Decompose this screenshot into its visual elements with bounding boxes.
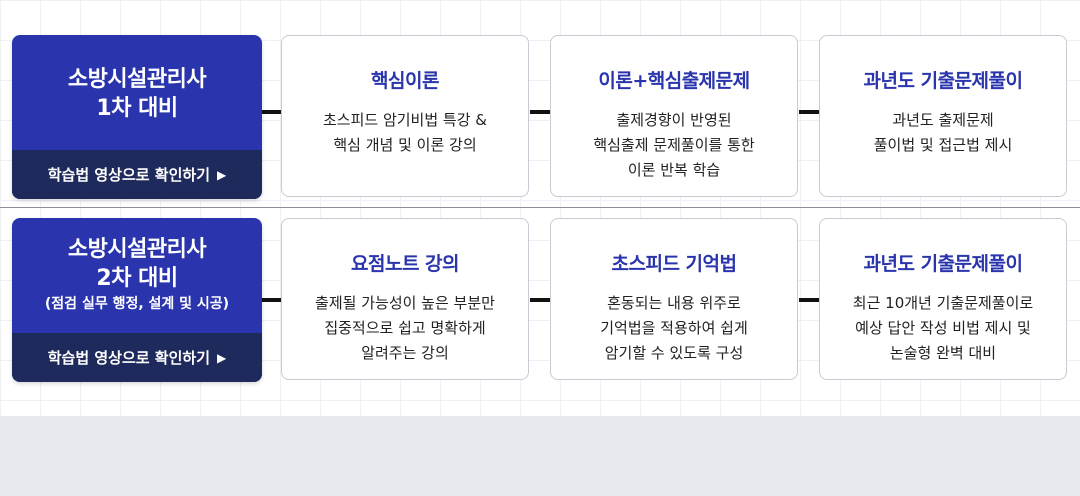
card-line: 집중적으로 쉽고 명확하게 xyxy=(324,319,486,337)
card-line: 혼동되는 내용 위주로 xyxy=(607,294,741,312)
row-divider xyxy=(0,207,1080,208)
card-description: 초스피드 암기비법 특강 & 핵심 개념 및 이론 강의 xyxy=(282,108,528,158)
step-card: 요점노트 강의 출제될 가능성이 높은 부분만 집중적으로 쉽고 명확하게 알려… xyxy=(281,218,529,380)
lead-title-line1: 소방시설관리사 xyxy=(67,67,207,92)
lead-title-line2: 2차 대비 xyxy=(96,266,178,291)
card-title: 이론+핵심출제문제 xyxy=(598,70,750,92)
step-card: 이론+핵심출제문제 출제경향이 반영된 핵심출제 문제풀이를 통한 이론 반복 … xyxy=(550,35,798,197)
connector-line xyxy=(799,298,819,302)
card-line: 핵심 개념 및 이론 강의 xyxy=(333,136,477,154)
card-title: 과년도 기출문제풀이 xyxy=(863,70,1023,92)
connector-line xyxy=(530,110,550,114)
cta-label: 학습법 영상으로 확인하기 xyxy=(47,349,210,367)
card-line: 출제경향이 반영된 xyxy=(616,111,732,129)
play-arrow-icon: ▶ xyxy=(217,350,227,365)
watch-study-video-button[interactable]: 학습법 영상으로 확인하기 ▶ xyxy=(12,333,262,382)
watch-study-video-button[interactable]: 학습법 영상으로 확인하기 ▶ xyxy=(12,150,262,199)
card-line: 기억법을 적용하여 쉽게 xyxy=(600,319,748,337)
play-arrow-icon: ▶ xyxy=(217,167,227,182)
card-description: 출제경향이 반영된 핵심출제 문제풀이를 통한 이론 반복 학습 xyxy=(551,108,797,183)
card-line: 출제될 가능성이 높은 부분만 xyxy=(315,294,495,312)
card-line: 초스피드 암기비법 특강 & xyxy=(322,111,487,129)
lead-title-line2: 1차 대비 xyxy=(96,96,178,121)
lead-title-line1: 소방시설관리사 xyxy=(67,237,207,262)
card-line: 알려주는 강의 xyxy=(361,344,449,362)
card-line: 이론 반복 학습 xyxy=(627,161,721,179)
card-description: 혼동되는 내용 위주로 기억법을 적용하여 쉽게 암기할 수 있도록 구성 xyxy=(551,291,797,366)
card-title: 핵심이론 xyxy=(371,70,439,92)
step-card: 과년도 기출문제풀이 최근 10개년 기출문제풀이로 예상 답안 작성 비법 제… xyxy=(819,218,1067,380)
card-line: 논술형 완벽 대비 xyxy=(889,344,997,362)
lead-titles: 소방시설관리사 2차 대비 (점검 실무 행정, 설계 및 시공) xyxy=(12,235,262,315)
card-line: 핵심출제 문제풀이를 통한 xyxy=(593,136,755,154)
card-description: 과년도 출제문제 풀이법 및 접근법 제시 xyxy=(820,108,1066,158)
card-title: 과년도 기출문제풀이 xyxy=(863,253,1023,275)
card-title: 요점노트 강의 xyxy=(351,253,460,275)
lead-titles: 소방시설관리사 1차 대비 xyxy=(12,65,262,123)
card-description: 최근 10개년 기출문제풀이로 예상 답안 작성 비법 제시 및 논술형 완벽 … xyxy=(820,291,1066,366)
connector-line xyxy=(262,110,282,114)
lead-box-stage1: 소방시설관리사 1차 대비 학습법 영상으로 확인하기 ▶ xyxy=(12,35,262,199)
step-card: 과년도 기출문제풀이 과년도 출제문제 풀이법 및 접근법 제시 xyxy=(819,35,1067,197)
lead-subtitle: (점검 실무 행정, 설계 및 시공) xyxy=(44,296,230,312)
card-line: 예상 답안 작성 비법 제시 및 xyxy=(855,319,1031,337)
connector-line xyxy=(530,298,550,302)
card-line: 최근 10개년 기출문제풀이로 xyxy=(852,294,1034,312)
step-card: 초스피드 기억법 혼동되는 내용 위주로 기억법을 적용하여 쉽게 암기할 수 … xyxy=(550,218,798,380)
card-description: 출제될 가능성이 높은 부분만 집중적으로 쉽고 명확하게 알려주는 강의 xyxy=(282,291,528,366)
card-line: 과년도 출제문제 xyxy=(892,111,994,129)
card-line: 암기할 수 있도록 구성 xyxy=(604,344,744,362)
connector-line xyxy=(262,298,282,302)
step-card: 핵심이론 초스피드 암기비법 특강 & 핵심 개념 및 이론 강의 xyxy=(281,35,529,197)
lead-box-stage2: 소방시설관리사 2차 대비 (점검 실무 행정, 설계 및 시공) 학습법 영상… xyxy=(12,218,262,382)
card-line: 풀이법 및 접근법 제시 xyxy=(873,136,1013,154)
cta-label: 학습법 영상으로 확인하기 xyxy=(47,166,210,184)
card-title: 초스피드 기억법 xyxy=(611,253,737,275)
connector-line xyxy=(799,110,819,114)
